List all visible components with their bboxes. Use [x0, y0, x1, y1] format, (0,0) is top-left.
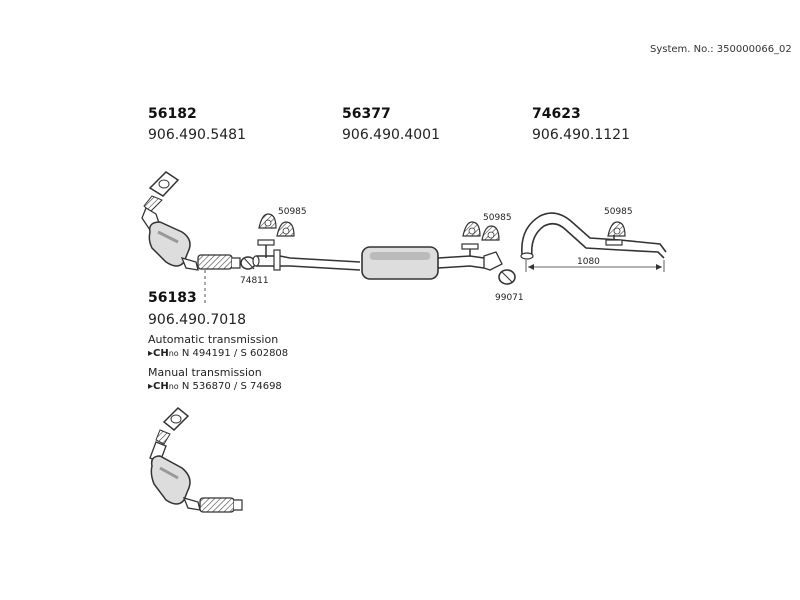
part-number-56183: 56183	[148, 290, 197, 306]
reference-number-74623: 906.490.1121	[532, 127, 630, 143]
part-number-56377: 56377	[342, 106, 391, 122]
callout-50985-rear: 50985	[604, 207, 633, 217]
catalytic-converter-front-pipe-56182	[141, 171, 241, 271]
intermediate-pipe-muffler-56377	[252, 239, 503, 280]
chassis-prefix: ▸CH	[148, 381, 169, 392]
automatic-transmission-label: Automatic transmission	[148, 333, 279, 346]
callout-99071: 99071	[495, 293, 524, 303]
reference-number-56183: 906.490.7018	[148, 312, 246, 328]
callout-50985-middle: 50985	[483, 213, 512, 223]
dimension-line-1080	[525, 260, 665, 272]
tail-pipe-74623	[520, 212, 667, 260]
callout-50985-front: 50985	[278, 207, 307, 217]
reference-number-56377: 906.490.4001	[342, 127, 440, 143]
clamp-99071	[498, 269, 516, 285]
system-number: System. No.: 350000066_02	[650, 44, 792, 55]
part-number-56182: 56182	[148, 106, 197, 122]
automatic-chassis-range: ▸CHno N 494191 / S 602808	[148, 348, 288, 359]
chassis-prefix: ▸CH	[148, 348, 169, 359]
callout-74811: 74811	[240, 276, 269, 286]
chassis-range-value: N 536870 / S 74698	[181, 381, 282, 392]
rubber-mount-50985-rear	[607, 221, 626, 237]
manual-chassis-range: ▸CHno N 536870 / S 74698	[148, 381, 282, 392]
manual-transmission-label: Manual transmission	[148, 366, 262, 379]
chassis-range-value: N 494191 / S 602808	[181, 348, 289, 359]
catalytic-converter-56183	[149, 406, 243, 513]
dimension-1080-label: 1080	[577, 257, 600, 267]
chassis-no-label: no	[168, 382, 179, 391]
chassis-no-label: no	[168, 349, 179, 358]
part-number-74623: 74623	[532, 106, 581, 122]
reference-number-56182: 906.490.5481	[148, 127, 246, 143]
rubber-mount-50985-middle	[462, 221, 500, 241]
rubber-mount-50985-front	[258, 213, 295, 237]
